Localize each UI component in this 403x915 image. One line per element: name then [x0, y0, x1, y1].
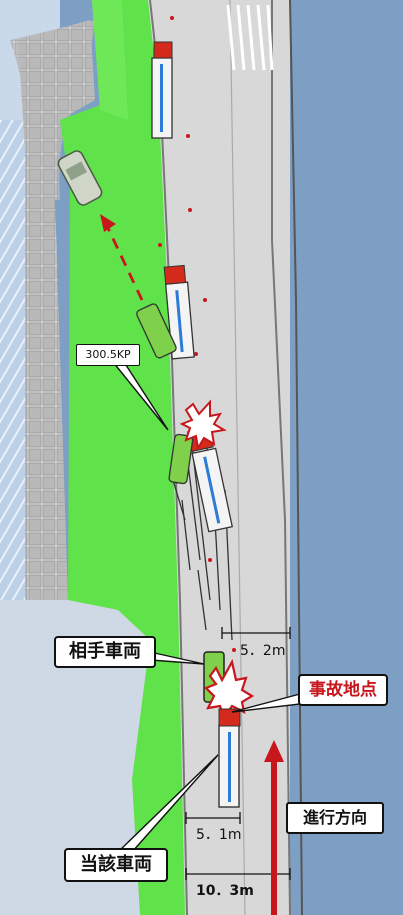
curved-walkway — [10, 20, 95, 200]
direction-arrow-icon — [264, 740, 284, 915]
subject-vehicle-label: 当該車両 — [64, 848, 168, 882]
truck-position-1 — [151, 41, 173, 139]
road-edge-right — [271, 0, 291, 915]
accident-point-label: 事故地点 — [298, 674, 388, 706]
grass-area — [60, 0, 188, 915]
guardrail — [289, 0, 303, 915]
opponent-car-position-3 — [168, 433, 194, 485]
debris-dots — [158, 16, 236, 652]
opponent-car-position-2 — [136, 303, 177, 359]
parked-car — [57, 150, 103, 206]
subject-truck — [218, 708, 241, 808]
opponent-vehicle-label: 相手車両 — [54, 636, 156, 668]
kp-marker-label: 300.5KP — [76, 344, 140, 366]
lane-line — [229, 0, 246, 915]
measure-lower — [185, 812, 241, 824]
road-hatch — [226, 4, 274, 71]
total-width-measurement: 10．3m — [196, 883, 254, 899]
measure-upper — [221, 627, 291, 639]
upper-width-measurement: 5．2m — [240, 643, 286, 659]
direction-label: 進行方向 — [286, 802, 384, 834]
trajectory-arrow-icon — [100, 214, 144, 301]
explosion-icon — [179, 399, 227, 451]
road-surface — [148, 0, 290, 915]
grass-strip-top — [92, 0, 128, 120]
lower-width-measurement: 5．1m — [196, 827, 242, 843]
